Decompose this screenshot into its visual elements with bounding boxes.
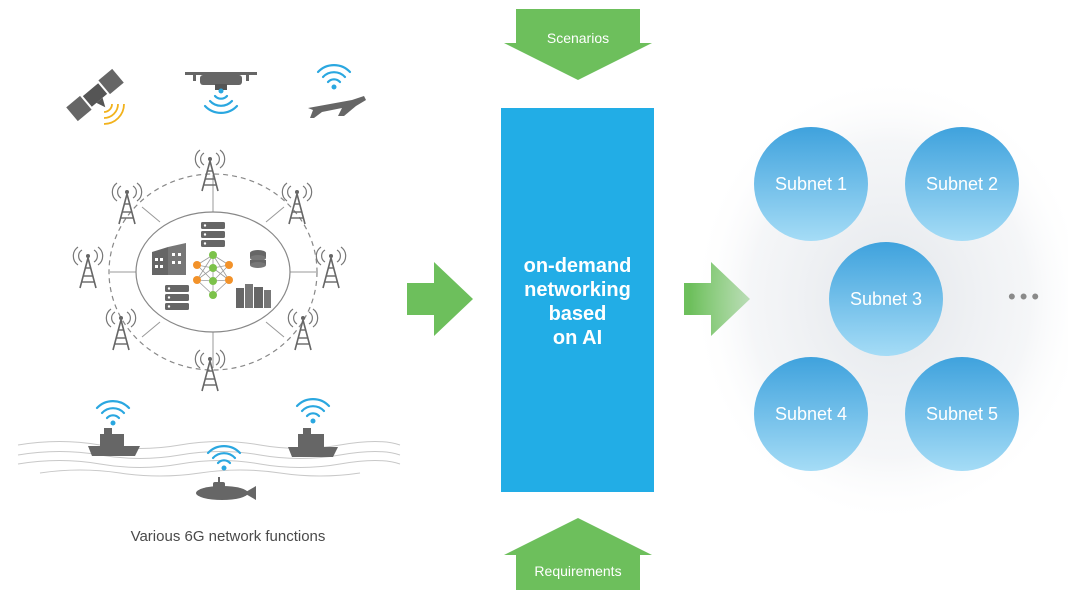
neural-network-icon xyxy=(193,251,233,299)
ai-networking-line: networking xyxy=(524,279,631,301)
server-icon xyxy=(165,285,189,310)
satellite-signal-icon xyxy=(103,103,125,125)
cell-tower-icon xyxy=(72,246,104,289)
ai-networking-text: on-demand networking based on AI xyxy=(501,254,654,350)
airplane-wifi-icon xyxy=(316,63,352,91)
ship-icon xyxy=(88,428,140,456)
building-icon xyxy=(152,243,186,275)
ship-wifi-icon xyxy=(95,399,131,427)
ai-networking-line: on AI xyxy=(552,327,603,349)
subnet-3-circle xyxy=(829,242,943,356)
subnet-5-circle xyxy=(905,357,1019,471)
subnet-1-circle xyxy=(754,127,868,241)
books-icon xyxy=(236,284,271,308)
ai-networking-line: based xyxy=(548,303,607,325)
requirements-label: Requirements xyxy=(534,563,622,579)
cell-tower-icon xyxy=(194,149,226,192)
database-icon xyxy=(250,250,266,268)
airplane-icon xyxy=(308,96,366,118)
ocean-waves xyxy=(17,441,401,477)
cell-tower-icon xyxy=(194,349,226,392)
scenarios-label: Scenarios xyxy=(546,30,610,46)
ship-wifi-icon xyxy=(295,397,331,425)
cell-tower-icon xyxy=(105,308,137,351)
ai-networking-box xyxy=(501,108,654,492)
subnet-2-label: Subnet 2 xyxy=(925,174,999,194)
submarine-icon xyxy=(196,477,256,500)
requirements-arrow xyxy=(504,518,652,590)
subnet-2-circle xyxy=(905,127,1019,241)
subnet-5-label: Subnet 5 xyxy=(925,404,999,424)
cell-tower-icon xyxy=(111,182,143,225)
ship-icon xyxy=(288,428,338,457)
subnet-4-circle xyxy=(754,357,868,471)
ai-networking-line: on-demand xyxy=(523,255,632,277)
drone-wifi-icon xyxy=(203,87,239,115)
cell-tower-icon xyxy=(281,182,313,225)
cell-tower-icon xyxy=(315,246,347,289)
functions-caption: Various 6G network functions xyxy=(130,528,326,545)
subnet-1-label: Subnet 1 xyxy=(774,174,848,194)
subnet-3-label: Subnet 3 xyxy=(849,289,923,309)
submarine-wifi-icon xyxy=(206,444,242,472)
subnet-4-label: Subnet 4 xyxy=(774,404,848,424)
scenarios-arrow xyxy=(504,9,652,80)
more-subnets-ellipsis: ••• xyxy=(1008,284,1044,309)
drone-icon xyxy=(185,72,257,90)
cell-tower-icon xyxy=(287,308,319,351)
satellite-icon xyxy=(66,68,124,122)
input-arrow xyxy=(407,262,473,336)
server-icon xyxy=(201,222,225,247)
